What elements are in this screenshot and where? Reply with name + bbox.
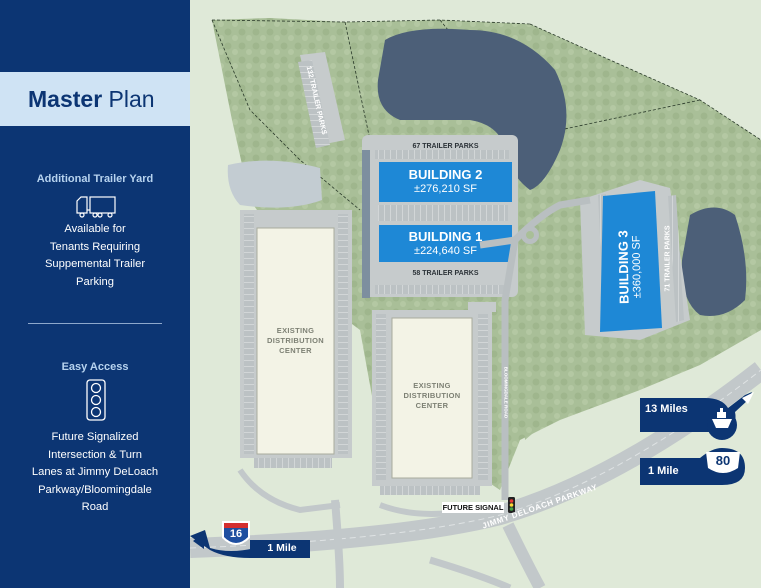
future-signal-label-bg	[442, 502, 504, 513]
pond-east	[681, 207, 747, 316]
i16-shield-number: 16	[229, 528, 243, 540]
trailer-parks-label-71: 71 TRAILER PARKS	[664, 225, 672, 292]
existing-line: EXISTING	[276, 326, 315, 335]
site-map	[190, 0, 761, 588]
trailer-icon	[75, 195, 117, 224]
section-body-trailer-yard: Available for Tenants Requiring Suppemen…	[0, 221, 190, 291]
page-title-bold: Master	[28, 86, 103, 112]
bloomingdale-road-south	[502, 522, 546, 588]
section-heading-trailer-yard: Additional Trailer Yard	[36, 173, 154, 185]
existing-dc-central	[372, 310, 492, 495]
page-title: Master Plan	[28, 86, 155, 113]
building-3-label: BUILDING 3 ±360,000 SF	[615, 202, 647, 333]
section-line: Road	[81, 501, 109, 513]
building-2	[379, 162, 512, 202]
local-road-south	[428, 556, 512, 588]
section-line: Lanes at Jimmy DeLoach	[31, 466, 159, 478]
port-distance: 13 Miles	[645, 403, 688, 415]
title-band: Master Plan	[0, 72, 205, 126]
section-line: Intersection & Turn	[48, 448, 142, 461]
building-name: BUILDING 2	[408, 167, 483, 182]
bloomingdale-road-label: BLOOMINGDALE ROAD	[503, 366, 509, 419]
trailer-row-58	[375, 285, 509, 294]
existing-dc-central-label: EXISTING DISTRIBUTION CENTER	[392, 381, 472, 411]
traffic-light-icon	[86, 379, 106, 426]
section-line: Parking	[76, 275, 114, 288]
existing-line: DISTRIBUTION	[403, 391, 461, 400]
building-1-label: BUILDING 1 ±224,640 SF	[379, 229, 512, 257]
future-signal-icon	[508, 497, 515, 513]
sidebar-divider	[28, 323, 162, 324]
trailer-parks-label-58: 58 TRAILER PARKS	[412, 270, 479, 277]
local-road-sw	[237, 468, 341, 514]
section-heading-easy-access: Easy Access	[61, 361, 129, 373]
section-line: Available for	[64, 223, 126, 235]
building-2-label: BUILDING 2 ±276,210 SF	[379, 167, 512, 195]
trailer-row-67	[375, 150, 509, 159]
building-3	[600, 191, 662, 332]
us80-distance: 1 Mile	[648, 465, 679, 477]
section-body-easy-access: Future Signalized Intersection & Turn La…	[0, 429, 190, 517]
roundabout-island	[526, 231, 534, 239]
ship-icon	[712, 408, 732, 428]
trailer-parks-label-67: 67 TRAILER PARKS	[412, 143, 479, 150]
existing-line: CENTER	[279, 346, 312, 355]
existing-line: EXISTING	[413, 381, 451, 390]
section-line: Tenants Requiring	[49, 240, 141, 253]
section-line: Suppemental Trailer	[44, 258, 146, 270]
i16-callout	[190, 521, 310, 558]
trailer-lot-north	[298, 52, 345, 148]
access-road	[479, 196, 591, 500]
lot-side-strip	[362, 150, 370, 298]
building-name: BUILDING 1	[408, 229, 483, 244]
local-road-west	[331, 499, 344, 588]
existing-line: DISTRIBUTION	[267, 336, 324, 345]
us80-shield-number: 80	[715, 453, 731, 468]
i16-distance: 1 Mile	[267, 542, 297, 554]
existing-dc-west-label: EXISTING DISTRIBUTION CENTER	[257, 326, 334, 356]
section-line: Parkway/Bloomingdale	[38, 483, 152, 496]
existing-line: CENTER	[415, 401, 449, 410]
building-area: ±276,210 SF	[414, 183, 477, 195]
section-line: Future Signalized	[51, 431, 139, 443]
us80-callout	[640, 392, 754, 485]
existing-dc-west	[240, 210, 352, 468]
building-area: ±360,000 SF	[630, 235, 644, 299]
truck-court-stalls	[378, 205, 508, 221]
building-area: ±224,640 SF	[414, 245, 477, 257]
page-title-rest: Plan	[102, 86, 155, 112]
pond-north	[377, 28, 567, 190]
basin	[227, 160, 322, 208]
future-signal-label: FUTURE SIGNAL	[442, 503, 504, 512]
existing-dc-central-lot	[468, 302, 496, 312]
